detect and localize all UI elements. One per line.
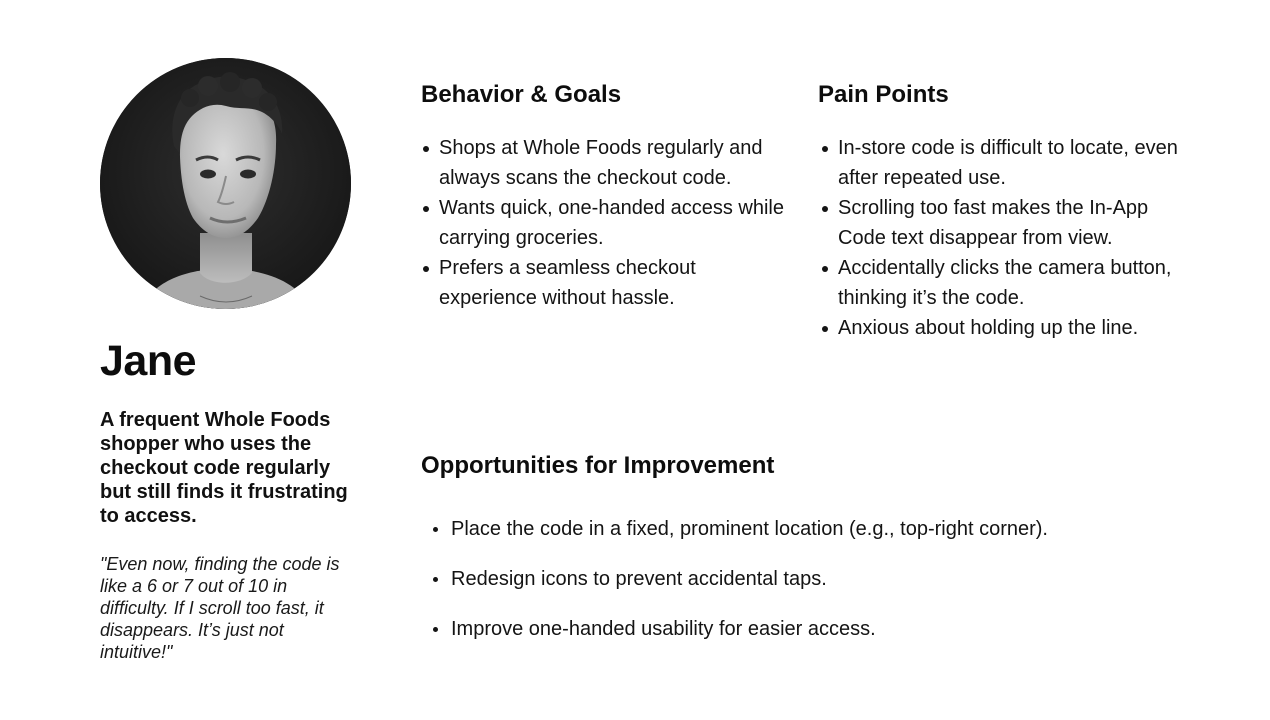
pain-points-item: Accidentally clicks the camera button, t…	[822, 253, 1188, 313]
opportunities-item: Improve one-handed usability for easier …	[431, 614, 1191, 644]
persona-summary: A frequent Whole Foods shopper who uses …	[100, 409, 348, 527]
pain-points-item: Scrolling too fast makes the In-App Code…	[822, 193, 1188, 253]
opportunities-list: Place the code in a fixed, prominent loc…	[431, 514, 1191, 664]
persona-photo	[100, 58, 351, 309]
behavior-goals-item: Shops at Whole Foods regularly and alway…	[423, 133, 784, 193]
behavior-goals-item: Prefers a seamless checkout experience w…	[423, 253, 784, 313]
persona-quote: "Even now, finding the code is like a 6 …	[100, 554, 340, 662]
opportunities-item: Place the code in a fixed, prominent loc…	[431, 514, 1191, 544]
pain-points-item: In-store code is difficult to locate, ev…	[822, 133, 1188, 193]
persona-name: Jane	[100, 337, 197, 385]
pain-points-list: In-store code is difficult to locate, ev…	[820, 133, 1188, 343]
opportunities-heading: Opportunities for Improvement	[421, 452, 775, 479]
behavior-goals-item: Wants quick, one-handed access while car…	[423, 193, 784, 253]
portrait-photo-icon	[100, 58, 351, 309]
pain-points-item: Anxious about holding up the line.	[822, 313, 1188, 343]
pain-points-heading: Pain Points	[818, 81, 949, 108]
behavior-goals-list: Shops at Whole Foods regularly and alway…	[421, 133, 784, 313]
behavior-goals-heading: Behavior & Goals	[421, 81, 622, 108]
opportunities-item: Redesign icons to prevent accidental tap…	[431, 564, 1191, 594]
